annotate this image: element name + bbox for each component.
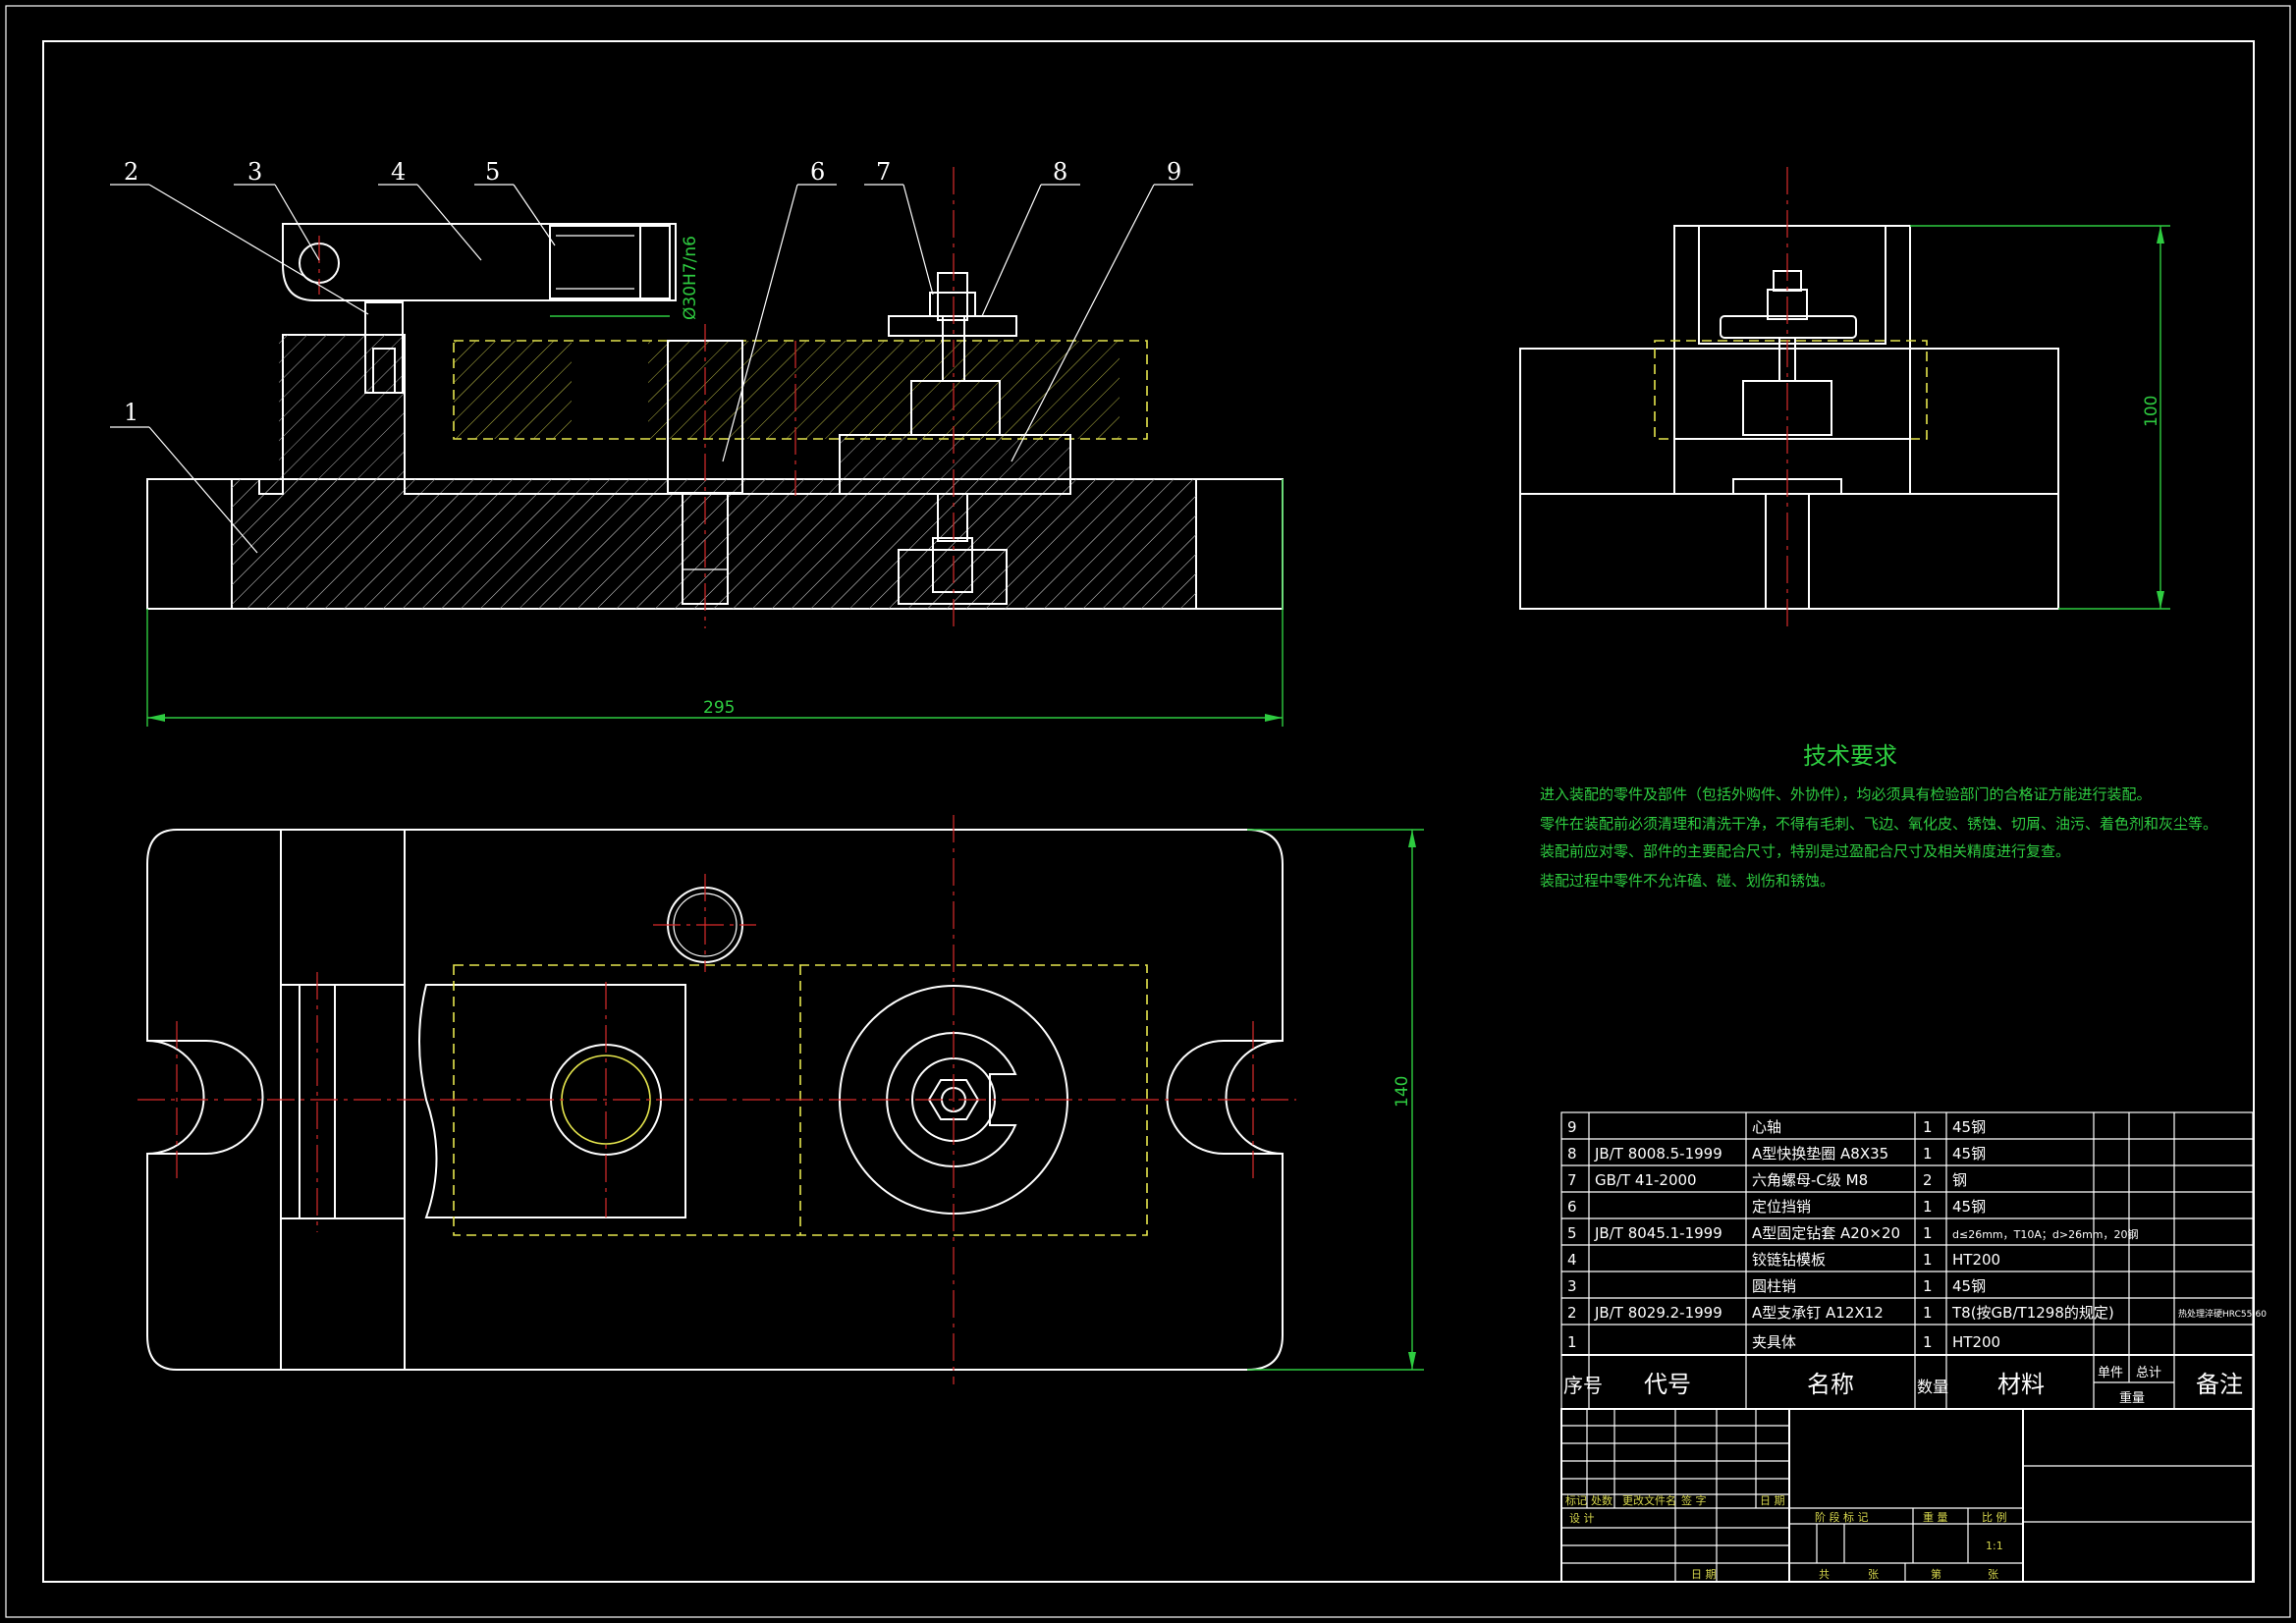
bom-qty: 1 (1923, 1224, 1933, 1242)
bom-header-note: 备注 (2196, 1371, 2243, 1398)
bom-material: 45钢 (1952, 1145, 1986, 1163)
bom-header-total: 总计 (2136, 1366, 2161, 1380)
balloon-7: 7 (876, 158, 891, 186)
bom-name: 夹具体 (1752, 1333, 1796, 1351)
bom-material: HT200 (1952, 1251, 2000, 1269)
tech-req-line: 进入装配的零件及部件（包括外购件、外协件），均必须具有检验部门的合格证方能进行装… (1540, 785, 2152, 803)
bom-header-no: 序号 (1563, 1374, 1603, 1397)
bom-qty: 1 (1923, 1333, 1933, 1351)
bore-dimension: Ø30H7/n6 (681, 236, 700, 320)
inner-frame (42, 40, 2255, 1583)
height-dimension: 100 (2142, 396, 2161, 427)
bom-no: 7 (1567, 1171, 1577, 1189)
bom-name: 铰链钻模板 (1752, 1251, 1826, 1269)
part-balloons: 2 3 4 5 6 7 8 9 1 (110, 158, 1193, 554)
balloon-9: 9 (1167, 158, 1181, 186)
tech-req-title: 技术要求 (1803, 742, 1897, 770)
bom-no: 2 (1567, 1304, 1577, 1322)
balloon-5: 5 (485, 158, 500, 186)
bom-name: A型固定钻套 A20×20 (1752, 1224, 1900, 1242)
title-block: 标记 处数 更改文件名 签 字 日 期 设 计 日 期 阶 段 标 记 重 量 … (1560, 1408, 2254, 1583)
bom-no: 6 (1567, 1198, 1577, 1216)
tech-req-line: 装配前应对零、部件的主要配合尺寸，特别是过盈配合尺寸及相关精度进行复查。 (1540, 842, 2070, 860)
bom-name: A型快换垫圈 A8X35 (1752, 1145, 1888, 1163)
bom-material: 钢 (1952, 1171, 1967, 1189)
bom-header-weight: 重量 (2119, 1390, 2145, 1406)
bom-no: 9 (1567, 1118, 1577, 1136)
balloon-2: 2 (124, 158, 138, 186)
bom-material: 45钢 (1952, 1277, 1986, 1295)
bom-no: 4 (1567, 1251, 1577, 1269)
bom-material: 45钢 (1952, 1198, 1986, 1216)
rev-label: 签 字 (1681, 1493, 1707, 1507)
rev-label: 标记 (1565, 1493, 1587, 1507)
bom-header-unit: 单件 (2098, 1366, 2123, 1380)
scale-value: 1:1 (1986, 1540, 2003, 1552)
design-label: 设 计 (1569, 1512, 1595, 1525)
bom-name: 六角螺母-C级 M8 (1752, 1171, 1868, 1189)
balloon-3: 3 (247, 158, 262, 186)
top-view: 140 (137, 815, 1424, 1384)
bom-code: JB/T 8029.2-1999 (1594, 1304, 1722, 1322)
sheet-no-unit: 张 (1988, 1568, 1998, 1581)
technical-requirements: 技术要求 进入装配的零件及部件（包括外购件、外协件），均必须具有检验部门的合格证… (1540, 742, 2217, 890)
bom-no: 1 (1567, 1333, 1577, 1351)
bom-material: d≤26mm，T10A；d>26mm，20钢 (1952, 1228, 2139, 1241)
bom-header-code: 代号 (1644, 1371, 1691, 1398)
bom-code: GB/T 41-2000 (1595, 1171, 1697, 1189)
bom-header-material: 材料 (1997, 1371, 2045, 1398)
length-dimension: 295 (703, 698, 735, 718)
bom-material: HT200 (1952, 1333, 2000, 1351)
bom-qty: 2 (1923, 1171, 1933, 1189)
bom-qty: 1 (1923, 1251, 1933, 1269)
bom-name: 圆柱销 (1752, 1277, 1796, 1295)
tech-req-line: 装配过程中零件不允许磕、碰、划伤和锈蚀。 (1540, 872, 1834, 890)
stage-label: 阶 段 标 记 (1815, 1510, 1869, 1524)
bom-no: 8 (1567, 1145, 1577, 1163)
bom-qty: 1 (1923, 1304, 1933, 1322)
weight-label: 重 量 (1923, 1510, 1948, 1524)
balloon-6: 6 (810, 158, 825, 186)
front-view: Ø30H7/n6 295 (146, 167, 1284, 727)
bom-material: T8(按GB/T1298的规定) (1951, 1304, 2114, 1322)
sheet-no-label: 第 (1931, 1567, 1941, 1581)
sheets-total-label: 共 (1819, 1568, 1830, 1581)
bom-qty: 1 (1923, 1145, 1933, 1163)
rev-label: 处数 (1591, 1494, 1613, 1507)
bom-name: A型支承钉 A12X12 (1752, 1304, 1884, 1322)
balloon-8: 8 (1053, 158, 1067, 186)
balloon-4: 4 (391, 158, 406, 186)
sheets-unit-label: 张 (1868, 1568, 1879, 1581)
bom-no: 3 (1567, 1277, 1577, 1295)
bom-code: JB/T 8045.1-1999 (1594, 1224, 1722, 1242)
bom-material: 45钢 (1952, 1118, 1986, 1136)
tech-req-line: 零件在装配前必须清理和清洗干净，不得有毛刺、飞边、氧化皮、锈蚀、切屑、油污、着色… (1540, 815, 2217, 833)
bom-no: 5 (1567, 1224, 1577, 1242)
bom-qty: 1 (1923, 1198, 1933, 1216)
bom-header-qty: 数量 (1917, 1378, 1948, 1396)
date-label: 日 期 (1691, 1568, 1717, 1581)
scale-label: 比 例 (1982, 1510, 2007, 1524)
bom-code: JB/T 8008.5-1999 (1594, 1145, 1722, 1163)
side-view: 100 (1519, 167, 2170, 628)
bom-note: 热处理淬硬HRC55-60 (2178, 1308, 2267, 1320)
bom-qty: 1 (1923, 1277, 1933, 1295)
width-dimension: 140 (1393, 1076, 1412, 1108)
rev-label: 日 期 (1760, 1494, 1785, 1507)
rev-label: 更改文件名 (1622, 1493, 1676, 1507)
bom-name: 定位挡销 (1752, 1198, 1811, 1216)
bom-name: 心轴 (1752, 1118, 1781, 1136)
balloon-1: 1 (124, 399, 138, 426)
bom-qty: 1 (1923, 1118, 1933, 1136)
bom-header-name: 名称 (1807, 1371, 1854, 1398)
bill-of-materials: 9 心轴 1 45钢 8 JB/T 8008.5-1999 A型快换垫圈 A8X… (1560, 1111, 2267, 1410)
outer-frame (5, 5, 2291, 1618)
